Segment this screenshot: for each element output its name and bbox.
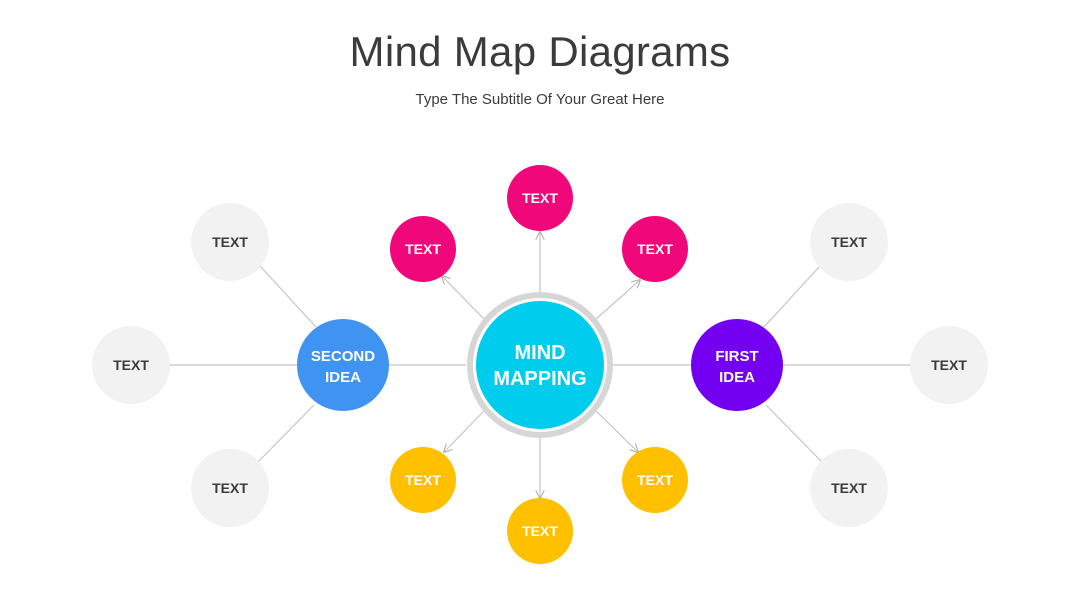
right-leaf-bottom[interactable]: TEXT xyxy=(810,449,888,527)
bottom-node-left-circle xyxy=(390,447,456,513)
second-idea-circle xyxy=(297,319,389,411)
arrow-center-bottom-left xyxy=(444,409,486,452)
left-leaf-top-circle xyxy=(191,203,269,281)
left-leaf-top[interactable]: TEXT xyxy=(191,203,269,281)
second-idea-hub[interactable]: SECOND IDEA xyxy=(297,319,389,411)
page-title: Mind Map Diagrams xyxy=(349,28,731,75)
first-idea-circle xyxy=(691,319,783,411)
line-right-hub-top xyxy=(763,265,821,328)
center-node[interactable]: MIND MAPPING xyxy=(467,292,613,438)
left-leaf-bottom[interactable]: TEXT xyxy=(191,449,269,527)
first-idea-hub[interactable]: FIRST IDEA xyxy=(691,319,783,411)
arrow-center-bottom-right xyxy=(594,409,638,452)
top-node-left-circle xyxy=(390,216,456,282)
second-idea-label-line-1: SECOND xyxy=(311,348,375,365)
top-node-right[interactable]: TEXT xyxy=(622,216,688,282)
connector-lines xyxy=(170,232,910,498)
bottom-node-left-label: TEXT xyxy=(405,472,441,488)
line-left-hub-top xyxy=(259,265,317,328)
left-leaf-middle-circle xyxy=(92,326,170,404)
center-node-label-line-1: MIND xyxy=(514,342,565,364)
bottom-node-center-circle xyxy=(507,498,573,564)
right-leaf-bottom-circle xyxy=(810,449,888,527)
bottom-node-right-label: TEXT xyxy=(637,472,673,488)
right-leaf-bottom-label: TEXT xyxy=(831,480,867,496)
center-node-circle xyxy=(476,301,604,429)
first-idea-label-line-2: IDEA xyxy=(719,369,755,386)
bottom-node-center[interactable]: TEXT xyxy=(507,498,573,564)
top-node-right-circle xyxy=(622,216,688,282)
bottom-node-right[interactable]: TEXT xyxy=(622,447,688,513)
right-leaf-top[interactable]: TEXT xyxy=(810,203,888,281)
left-leaf-middle[interactable]: TEXT xyxy=(92,326,170,404)
first-idea-label-line-1: FIRST xyxy=(715,348,758,365)
left-leaf-top-label: TEXT xyxy=(212,234,248,250)
line-right-hub-bottom xyxy=(765,404,823,463)
right-leaf-middle[interactable]: TEXT xyxy=(910,326,988,404)
top-node-left[interactable]: TEXT xyxy=(390,216,456,282)
right-leaf-top-label: TEXT xyxy=(831,234,867,250)
top-node-center-circle xyxy=(507,165,573,231)
left-leaf-bottom-label: TEXT xyxy=(212,480,248,496)
top-node-center[interactable]: TEXT xyxy=(507,165,573,231)
top-node-left-label: TEXT xyxy=(405,241,441,257)
bottom-node-center-label: TEXT xyxy=(522,523,558,539)
top-node-right-label: TEXT xyxy=(637,241,673,257)
bottom-node-left[interactable]: TEXT xyxy=(390,447,456,513)
top-node-center-label: TEXT xyxy=(522,190,558,206)
right-leaf-middle-label: TEXT xyxy=(931,357,967,373)
second-idea-label-line-2: IDEA xyxy=(325,369,361,386)
arrow-center-top-left xyxy=(442,276,486,321)
bottom-node-right-circle xyxy=(622,447,688,513)
page-subtitle: Type The Subtitle Of Your Great Here xyxy=(415,91,665,108)
right-leaf-top-circle xyxy=(810,203,888,281)
right-leaf-middle-circle xyxy=(910,326,988,404)
left-leaf-middle-label: TEXT xyxy=(113,357,149,373)
arrow-center-top-right xyxy=(594,280,640,321)
line-left-hub-bottom xyxy=(257,404,315,463)
center-node-label-line-2: MAPPING xyxy=(493,368,586,390)
left-leaf-bottom-circle xyxy=(191,449,269,527)
